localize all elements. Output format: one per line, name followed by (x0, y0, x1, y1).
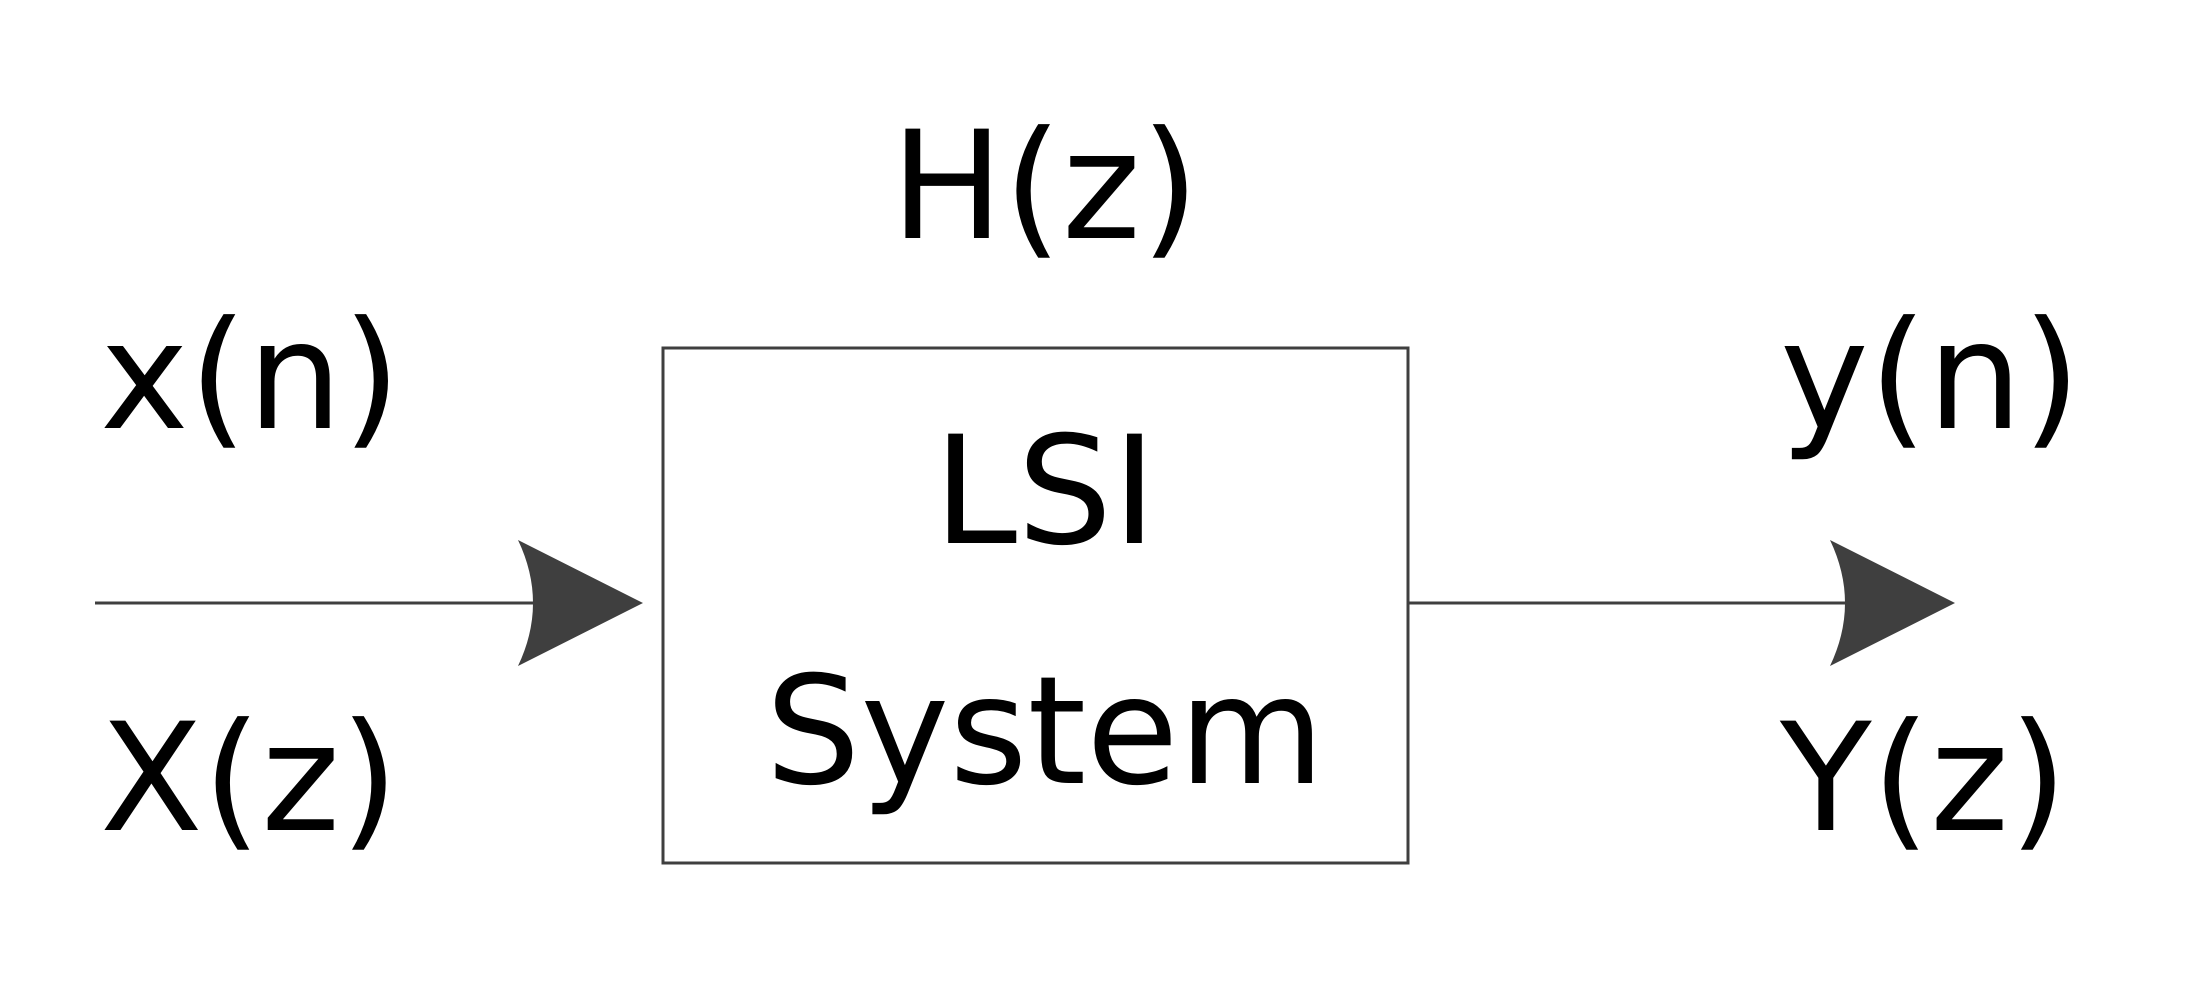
input-z-domain-label: X(z) (100, 692, 399, 866)
input-time-domain-label: x(n) (100, 290, 401, 464)
input-arrowhead (518, 540, 643, 666)
system-label-line1: LSI (933, 405, 1156, 579)
output-arrowhead (1830, 540, 1955, 666)
transfer-function-label: H(z) (891, 100, 1200, 274)
output-time-domain-label: y(n) (1780, 290, 2081, 464)
lsi-system-box (661, 346, 1410, 865)
system-label-line2: System (765, 645, 1324, 819)
output-z-domain-label: Y(z) (1779, 692, 2067, 866)
